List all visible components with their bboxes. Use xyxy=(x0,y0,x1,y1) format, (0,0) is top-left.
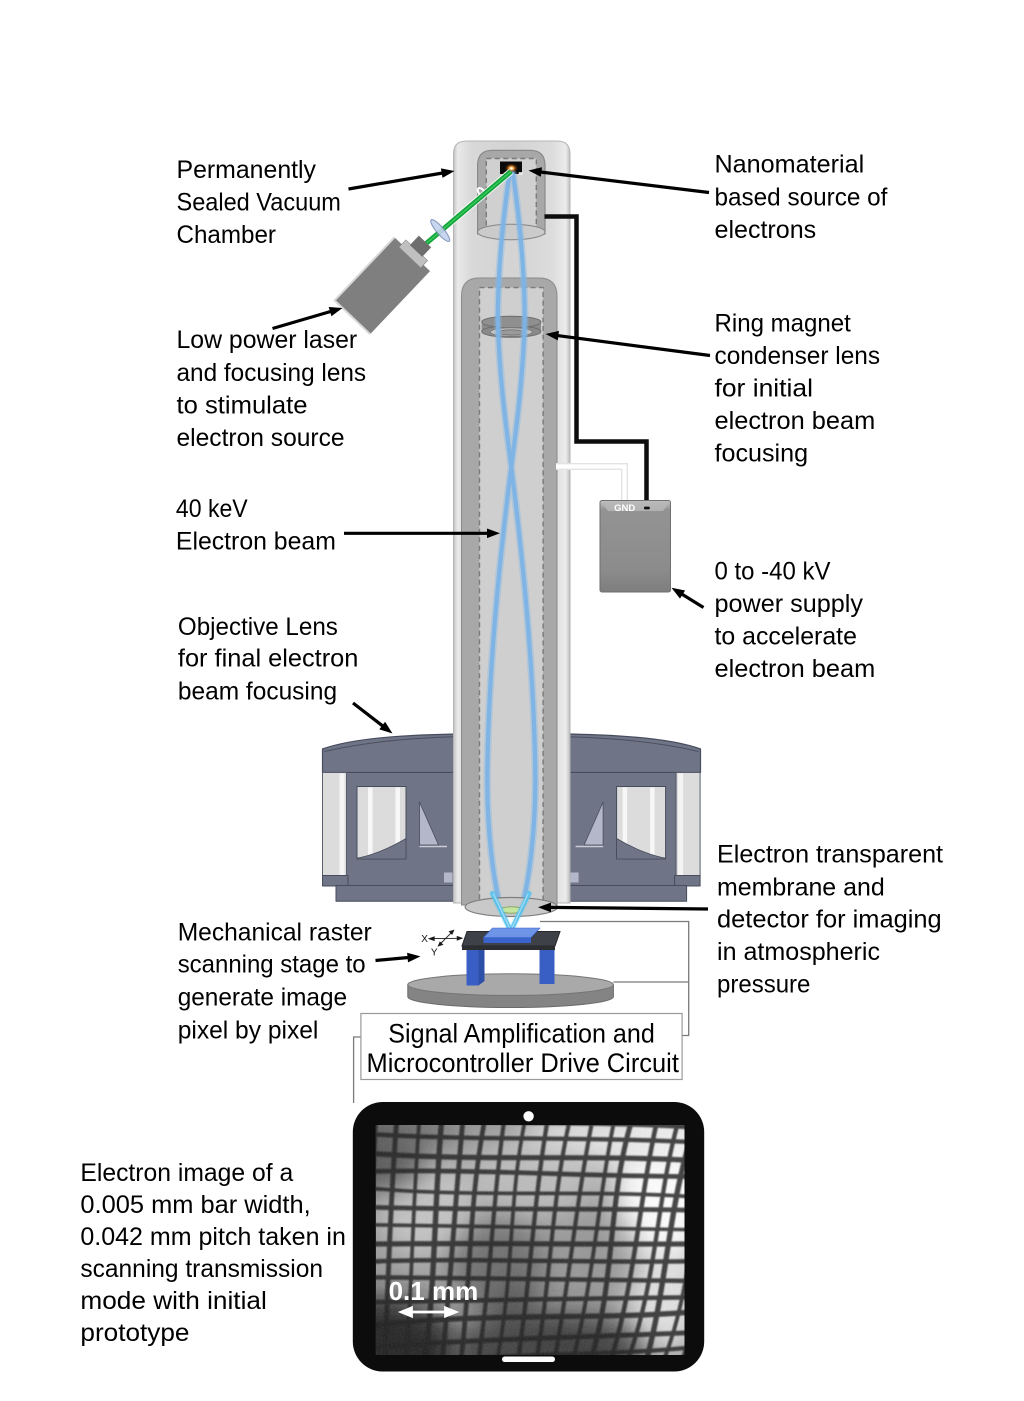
svg-text:X: X xyxy=(421,934,428,945)
svg-text:electron beam: electron beam xyxy=(715,407,876,435)
svg-text:Y: Y xyxy=(431,947,438,958)
svg-text:generate image: generate image xyxy=(178,984,347,1012)
svg-text:prototype: prototype xyxy=(80,1319,189,1347)
svg-text:electron source: electron source xyxy=(177,424,345,452)
svg-text:Chamber: Chamber xyxy=(177,221,277,249)
svg-text:electrons: electrons xyxy=(715,216,817,244)
svg-text:40 keV: 40 keV xyxy=(176,495,248,523)
svg-text:GND: GND xyxy=(614,503,635,514)
svg-text:Objective Lens: Objective Lens xyxy=(178,613,338,641)
svg-text:0.005 mm bar width,: 0.005 mm bar width, xyxy=(80,1191,310,1219)
svg-text:pressure: pressure xyxy=(717,971,810,999)
svg-text:scanning stage to: scanning stage to xyxy=(178,951,366,979)
svg-text:Nanomaterial: Nanomaterial xyxy=(715,151,865,179)
svg-text:0.1 mm: 0.1 mm xyxy=(389,1276,479,1306)
svg-text:membrane and: membrane and xyxy=(717,873,885,901)
svg-text:to accelerate: to accelerate xyxy=(715,623,857,651)
svg-text:to stimulate: to stimulate xyxy=(177,392,308,420)
svg-text:Ring magnet: Ring magnet xyxy=(715,309,851,337)
svg-text:focusing: focusing xyxy=(715,440,809,468)
svg-text:mode with initial: mode with initial xyxy=(80,1287,266,1315)
svg-text:pixel by pixel: pixel by pixel xyxy=(178,1016,319,1044)
svg-text:0.042 mm pitch taken in: 0.042 mm pitch taken in xyxy=(80,1223,346,1251)
svg-text:power supply: power supply xyxy=(715,590,864,618)
svg-text:0 to -40 kV: 0 to -40 kV xyxy=(715,558,831,586)
svg-text:Low power laser: Low power laser xyxy=(177,326,358,354)
svg-text:condenser lens: condenser lens xyxy=(715,342,881,370)
svg-text:Sealed Vacuum: Sealed Vacuum xyxy=(177,189,341,217)
svg-text:scanning transmission: scanning transmission xyxy=(80,1255,323,1283)
svg-text:Electron image of a: Electron image of a xyxy=(80,1159,293,1187)
svg-text:Permanently: Permanently xyxy=(177,156,317,184)
svg-text:Electron transparent: Electron transparent xyxy=(717,841,943,869)
svg-text:Microcontroller Drive Circuit: Microcontroller Drive Circuit xyxy=(367,1048,680,1078)
svg-text:Electron beam: Electron beam xyxy=(176,528,336,556)
svg-text:based source of: based source of xyxy=(715,183,888,211)
svg-text:Signal Amplification and: Signal Amplification and xyxy=(388,1019,655,1049)
svg-text:Mechanical raster: Mechanical raster xyxy=(178,919,372,947)
svg-text:for initial: for initial xyxy=(715,375,814,403)
svg-text:for final electron: for final electron xyxy=(178,645,359,673)
svg-text:beam focusing: beam focusing xyxy=(178,677,337,705)
svg-text:in atmospheric: in atmospheric xyxy=(717,938,880,966)
svg-text:detector for imaging: detector for imaging xyxy=(717,906,942,934)
svg-text:electron beam: electron beam xyxy=(715,655,876,683)
svg-text:and focusing lens: and focusing lens xyxy=(177,359,367,387)
